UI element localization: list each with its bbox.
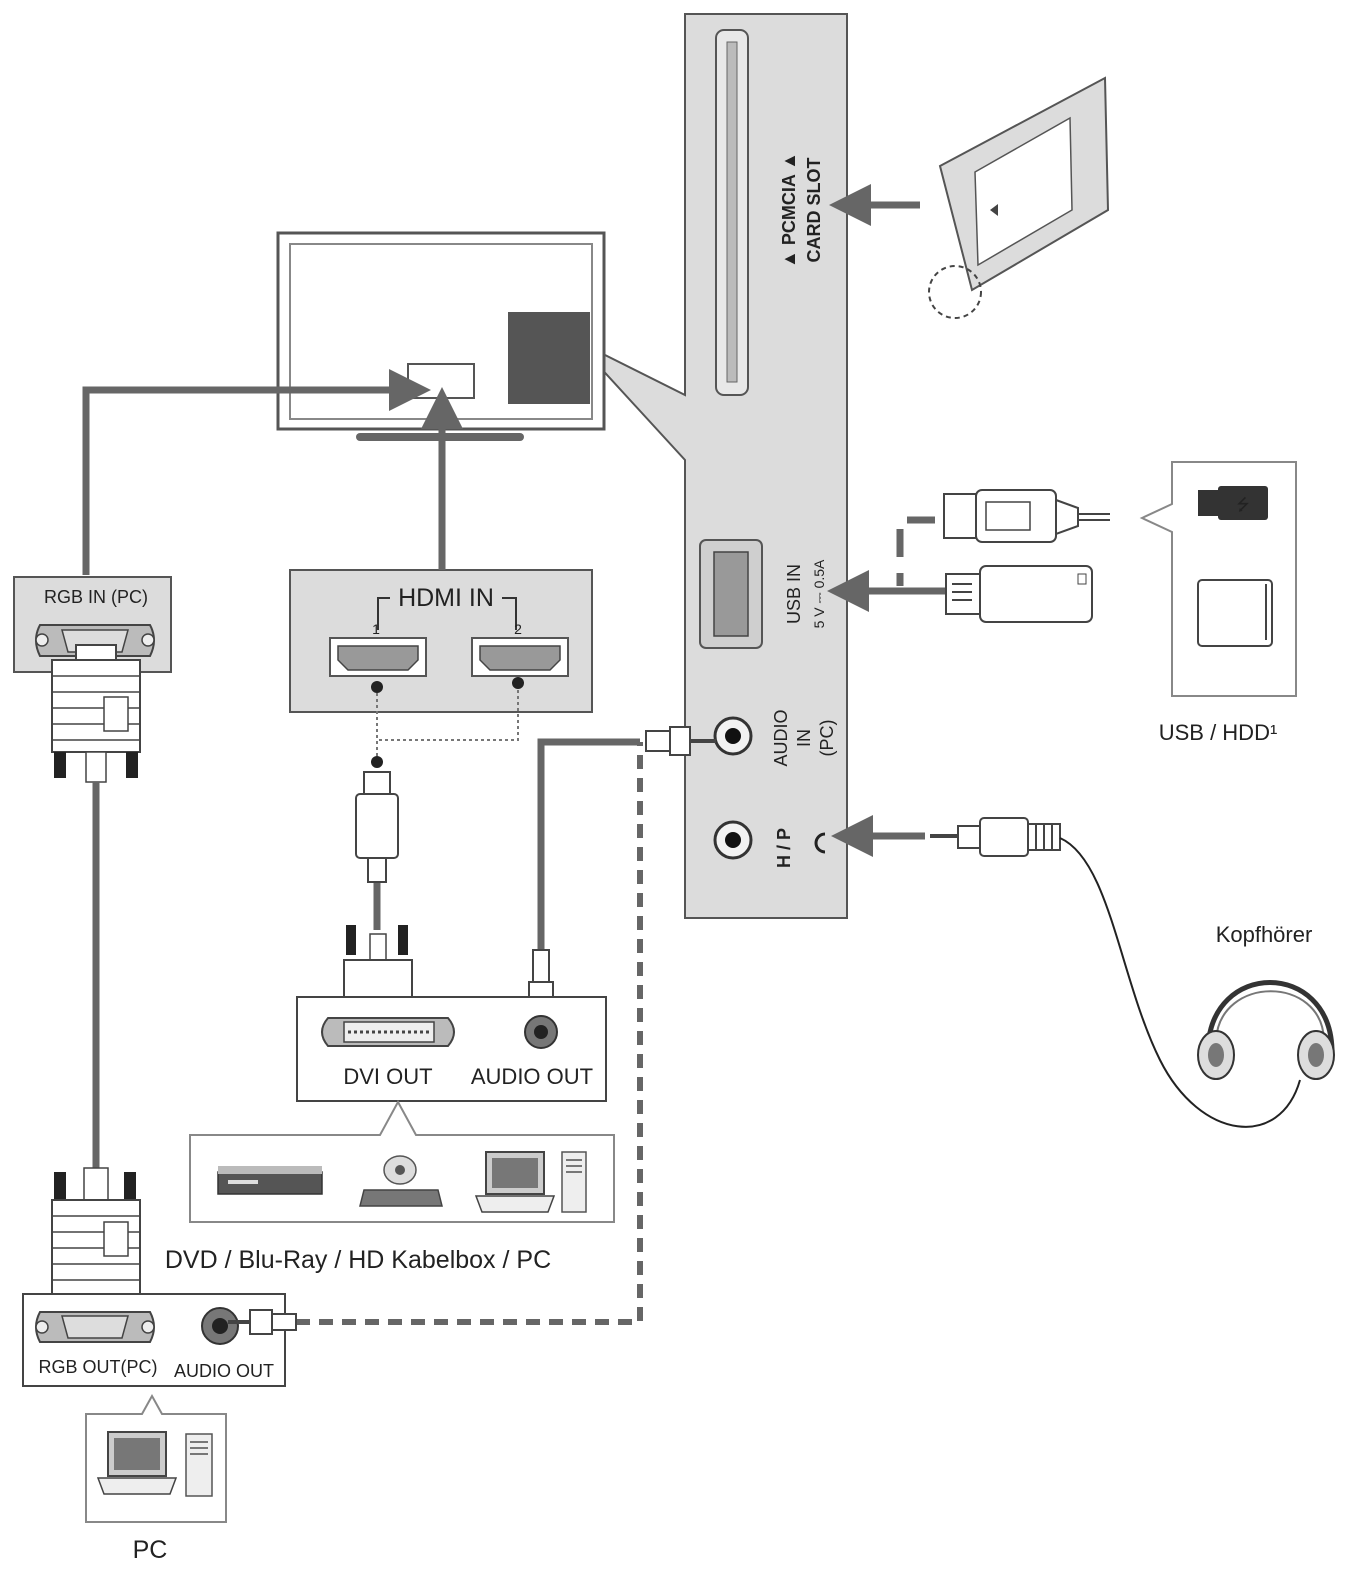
rgb-out-port[interactable] (35, 1311, 155, 1343)
vga-plug-top-icon (51, 644, 141, 783)
headphone-symbol-icon (814, 832, 826, 854)
vga-plug-bottom-icon (51, 1167, 141, 1295)
tower-icon (561, 1151, 587, 1213)
pcmcia-label-2: CARD SLOT (804, 158, 824, 263)
usb-stick-icon (945, 565, 1093, 623)
hdmi-port-1-label: 1 (372, 621, 380, 637)
usb-dashed-connector (896, 516, 935, 586)
rgb-out-label: RGB OUT(PC) (39, 1357, 158, 1377)
hdmi-port-2-label: 2 (514, 621, 522, 637)
dvi-out-label: DVI OUT (343, 1064, 432, 1089)
usb-hdd-caption: USB / HDD¹ (1159, 720, 1278, 745)
audio-in-label-1: AUDIO (771, 709, 791, 766)
usb-plug-icon (943, 489, 1110, 543)
headphone-cable (1059, 837, 1301, 1128)
laptop-icon (96, 1431, 178, 1495)
hdmi-port-1[interactable] (329, 637, 427, 677)
usb-stick-icon: ⭍ (1198, 486, 1268, 520)
usb-callout: ⭍ (1139, 461, 1297, 697)
laptop-icon (474, 1151, 556, 1213)
hp-label: H / P (774, 828, 794, 868)
pcmcia-label-1: ▲ PCMCIA ▲ (779, 152, 799, 268)
tv-icon (276, 231, 606, 441)
camera-icon (359, 1155, 443, 1207)
pc-output-box: RGB OUT(PC) AUDIO OUT (22, 1293, 297, 1387)
tower-icon (185, 1433, 213, 1497)
source-audio-out-label: AUDIO OUT (471, 1064, 593, 1089)
pc-audio-out-port[interactable] (201, 1307, 239, 1345)
pc-audio-plug-icon (228, 1309, 297, 1335)
source-audio-out-port[interactable] (524, 1015, 558, 1049)
pc-audio-out-label: AUDIO OUT (174, 1361, 274, 1381)
pc-caption: PC (133, 1536, 168, 1564)
pcmcia-card-icon (928, 76, 1110, 319)
source-output-box: DVI OUT AUDIO OUT (296, 996, 607, 1102)
pc-callout (85, 1393, 227, 1523)
cables (82, 184, 945, 1170)
hdmi-input-box: HDMI IN 1 2 (289, 569, 593, 713)
audio-in-label-2: IN (794, 729, 814, 747)
headphones-icon (1197, 980, 1335, 1080)
source-devices-callout (189, 1099, 615, 1223)
usb-label-1: USB IN (784, 564, 804, 624)
tv-side-panel: ▲ PCMCIA ▲ CARD SLOT USB IN 5 V ⎓ 0.5A A… (574, 13, 848, 919)
hdmi-title: HDMI IN (398, 584, 494, 612)
usb-label-2: 5 V ⎓ 0.5A (811, 559, 827, 628)
audio-plug-tv-icon (645, 726, 716, 756)
svg-text:⭍: ⭍ (1236, 496, 1249, 514)
headphone-plug-icon (930, 817, 1061, 857)
headphones-caption: Kopfhörer (1216, 922, 1313, 947)
hdmi-dotted-link (376, 690, 519, 760)
hdd-icon (1197, 579, 1273, 647)
hdmi-plug-icon (355, 756, 399, 883)
rgb-in-label: RGB IN (PC) (44, 587, 148, 607)
source-devices-caption: DVD / Blu-Ray / HD Kabelbox / PC (165, 1246, 551, 1274)
dvi-out-port[interactable] (321, 1017, 455, 1047)
hdmi-port-2[interactable] (471, 637, 569, 677)
dvd-player-icon (217, 1166, 323, 1195)
audio-in-label-3: (PC) (817, 720, 837, 757)
